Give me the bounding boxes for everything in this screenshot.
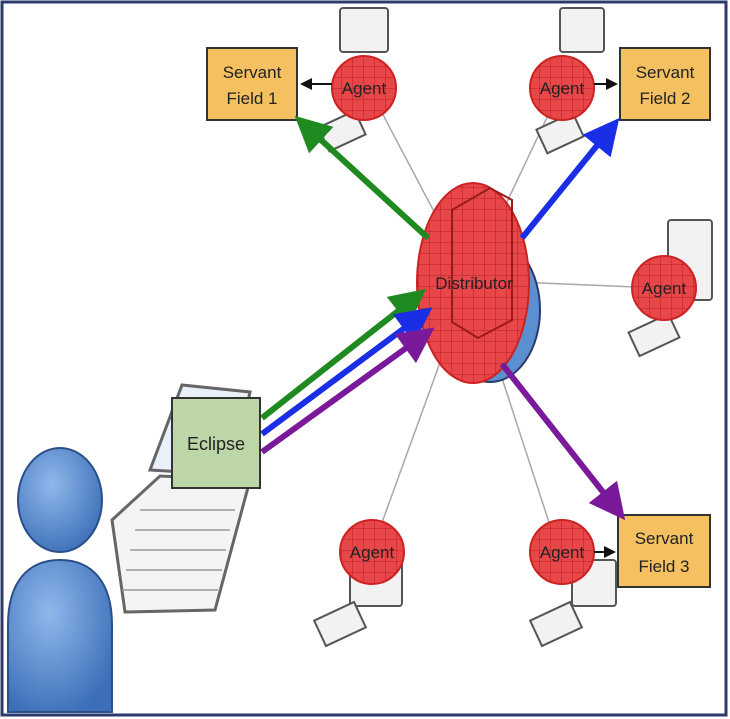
servant-field-3-line2: Field 3 xyxy=(638,557,689,576)
servant-field-1-line1: Servant xyxy=(223,63,282,82)
agent-right: Agent xyxy=(631,255,697,321)
servant-field-3-line1: Servant xyxy=(635,529,694,548)
arrow-purple-eclipse-to-distributor xyxy=(260,327,435,455)
servant-field-2-line1: Servant xyxy=(636,63,695,82)
distributor-label: Distributor xyxy=(435,274,513,293)
agent-top-right: Agent xyxy=(529,55,595,121)
arrow-green-to-servant-1 xyxy=(294,115,431,241)
distributor-node: Distributor xyxy=(416,182,541,384)
arrow-green-eclipse-to-distributor xyxy=(260,288,427,421)
agent-label: Agent xyxy=(540,543,585,562)
agent-bottom-right: Agent xyxy=(529,519,595,585)
agent-label: Agent xyxy=(350,543,395,562)
servant-field-1: Servant Field 1 xyxy=(206,47,298,121)
agent-bottom-left: Agent xyxy=(339,519,405,585)
server-icon xyxy=(451,186,513,340)
servant-field-2-line2: Field 2 xyxy=(639,89,690,108)
arrow-purple-to-servant-3 xyxy=(499,362,626,521)
servant-field-3: Servant Field 3 xyxy=(617,514,711,588)
eclipse-node: Eclipse xyxy=(171,397,261,489)
servant-field-2: Servant Field 2 xyxy=(619,47,711,121)
distributor-circle xyxy=(416,182,530,384)
agent-label: Agent xyxy=(540,79,585,98)
eclipse-label: Eclipse xyxy=(187,434,245,454)
arrow-blue-eclipse-to-distributor xyxy=(260,307,433,437)
arrow-blue-to-servant-2 xyxy=(519,118,620,240)
user-icon xyxy=(7,447,113,713)
agent-top-left: Agent xyxy=(331,55,397,121)
agent-label: Agent xyxy=(342,79,387,98)
servant-field-1-line2: Field 1 xyxy=(226,89,277,108)
computer-top-right xyxy=(535,7,605,155)
agent-label: Agent xyxy=(642,279,687,298)
